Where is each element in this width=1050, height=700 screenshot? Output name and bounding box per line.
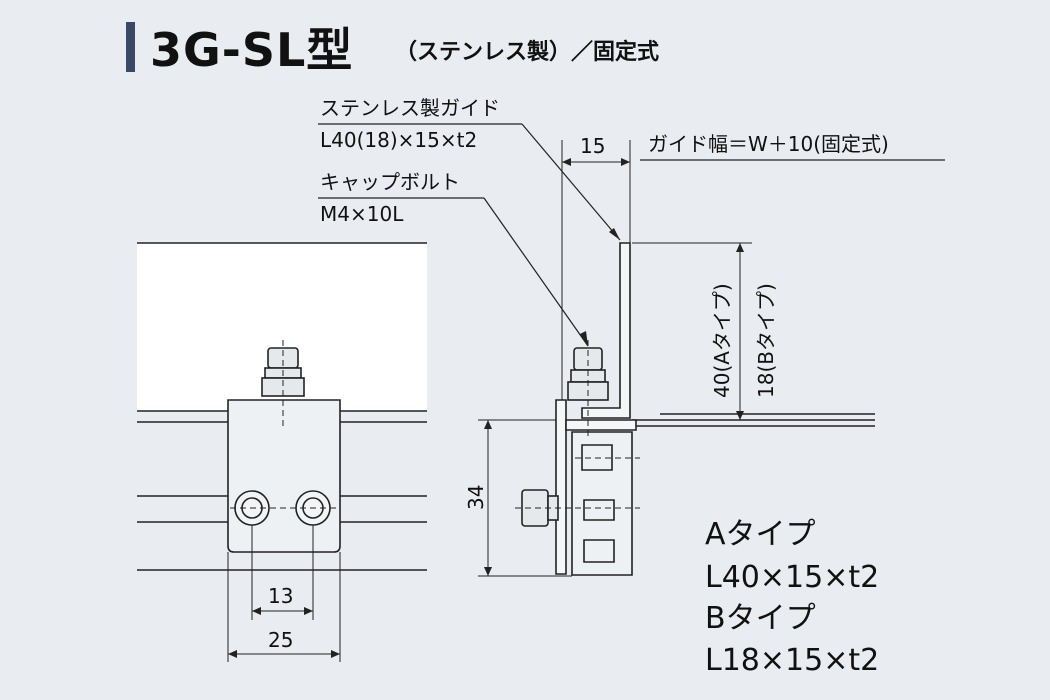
type-b-name: Bタイプ bbox=[705, 601, 816, 636]
right-view bbox=[515, 242, 875, 576]
dim-34: 34 bbox=[464, 484, 488, 510]
leader-lines bbox=[318, 123, 945, 347]
bolt-spec-label: M4×10L bbox=[320, 202, 404, 226]
title-accent-bar bbox=[126, 22, 135, 72]
right-dim-arrows bbox=[484, 158, 744, 576]
type-a-name: Aタイプ bbox=[705, 517, 816, 552]
page-subtitle: （ステンレス製）／固定式 bbox=[395, 40, 660, 65]
dim-15: 15 bbox=[580, 134, 606, 158]
guide-width-label: ガイド幅＝W＋10(固定式) bbox=[648, 132, 889, 156]
type-b-spec: L18×15×t2 bbox=[705, 643, 880, 678]
page-title: 3G-SL型 bbox=[150, 23, 354, 77]
right-dimensions bbox=[478, 140, 760, 577]
dim-25: 25 bbox=[268, 628, 294, 652]
dim-height-b: 18(Bタイプ) bbox=[754, 283, 778, 398]
bolt-name-label: キャップボルト bbox=[320, 170, 460, 194]
left-arrows bbox=[228, 607, 340, 658]
guide-spec-label: L40(18)×15×t2 bbox=[320, 128, 478, 152]
left-view bbox=[137, 242, 427, 662]
dim-13: 13 bbox=[268, 584, 294, 608]
guide-name-label: ステンレス製ガイド bbox=[320, 96, 500, 120]
type-a-spec: L40×15×t2 bbox=[705, 560, 880, 595]
dim-height-a: 40(Aタイプ) bbox=[710, 283, 734, 398]
leader-arrows bbox=[580, 228, 620, 346]
